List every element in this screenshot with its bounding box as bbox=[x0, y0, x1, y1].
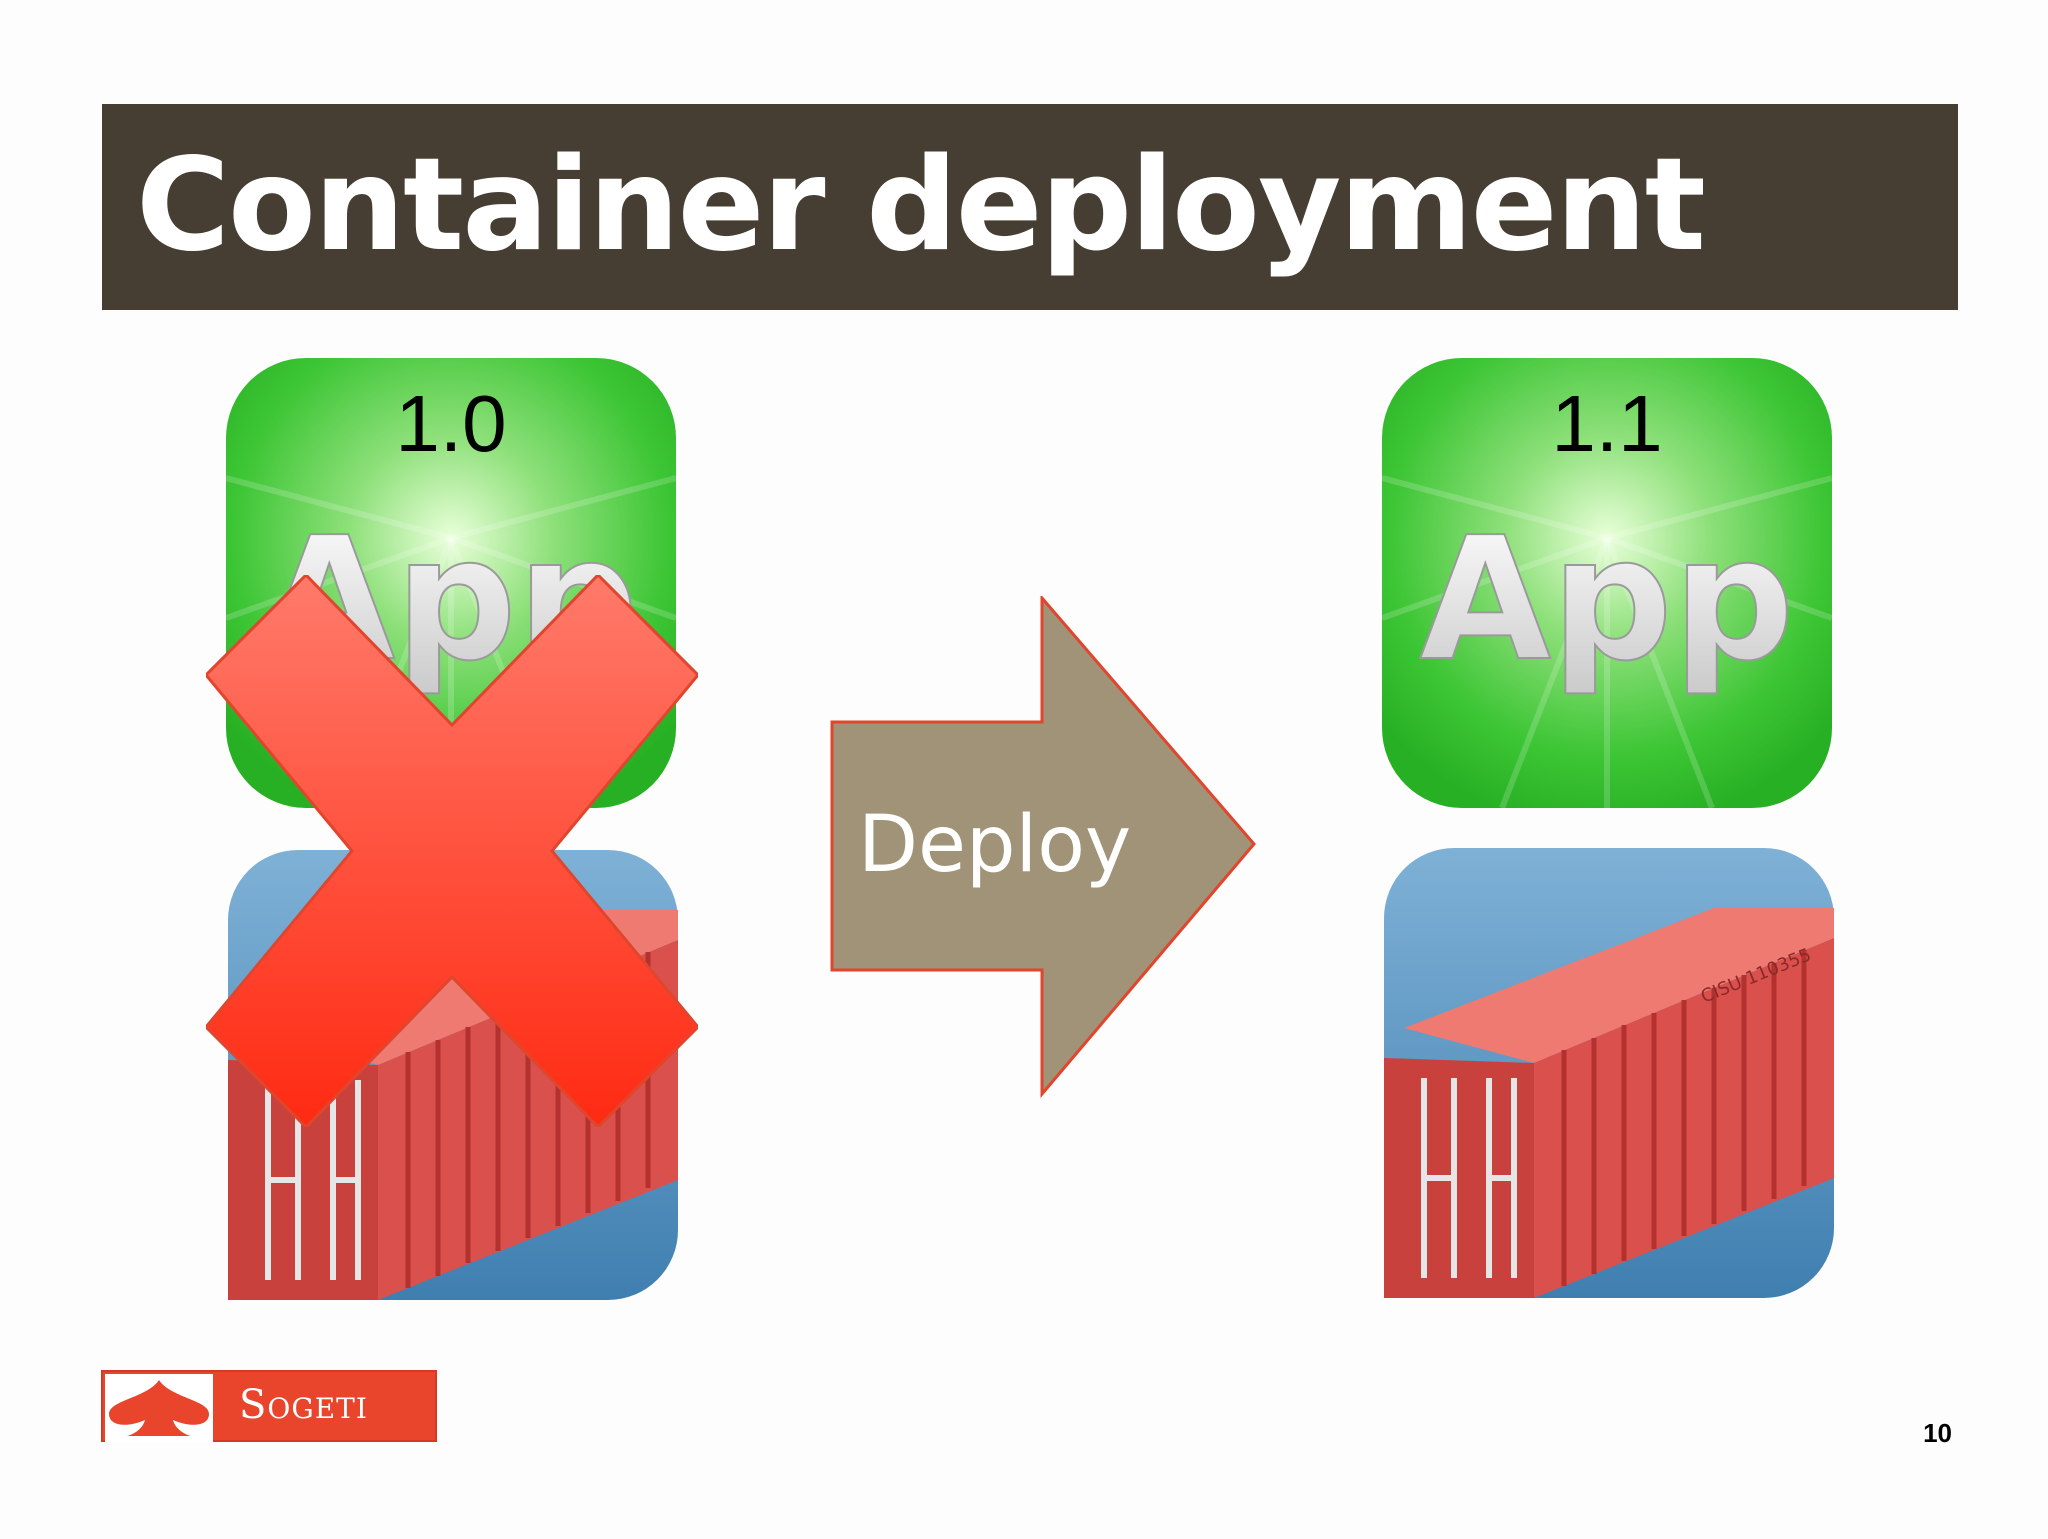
deploy-label: Deploy bbox=[858, 800, 1132, 890]
title-bar: Container deployment bbox=[102, 104, 1958, 310]
cross-icon bbox=[206, 575, 698, 1127]
slide-title: Container deployment bbox=[136, 131, 1706, 280]
version-label-before: 1.0 bbox=[395, 379, 507, 468]
logo-text: Sogeti bbox=[239, 1382, 368, 1428]
app-icon-after: App bbox=[1382, 358, 1832, 808]
sogeti-logo: Sogeti bbox=[101, 1370, 437, 1442]
spade-icon bbox=[105, 1374, 213, 1442]
container-icon-after: CISU 110355 bbox=[1384, 848, 1834, 1298]
deploy-arrow bbox=[830, 596, 1256, 1098]
app-label-after: App bbox=[1420, 501, 1795, 699]
version-label-after: 1.1 bbox=[1551, 379, 1663, 468]
page-number: 10 bbox=[1923, 1418, 1952, 1448]
